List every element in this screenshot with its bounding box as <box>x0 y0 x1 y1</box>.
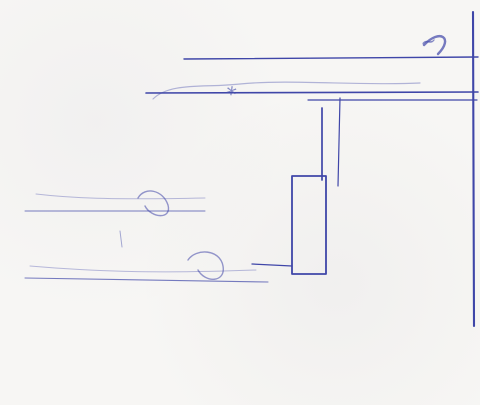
top-right-scribble <box>422 34 447 56</box>
bottom-handwritten-scribble <box>187 251 224 280</box>
middle-scribble-underline <box>35 193 206 200</box>
right-feed-line <box>337 97 341 187</box>
bottom-scribble-underline <box>29 265 257 273</box>
upper-label-underline <box>152 81 421 100</box>
resistor-connector <box>251 263 293 267</box>
upper-horizontal-rail <box>183 56 479 60</box>
middle-handwritten-scribble <box>137 190 170 217</box>
right-vertical-line <box>471 10 476 328</box>
upper-main-rail <box>145 91 479 94</box>
resistor-box <box>291 175 327 275</box>
small-vertical-tick <box>119 230 123 248</box>
bottom-note-line <box>24 277 269 283</box>
